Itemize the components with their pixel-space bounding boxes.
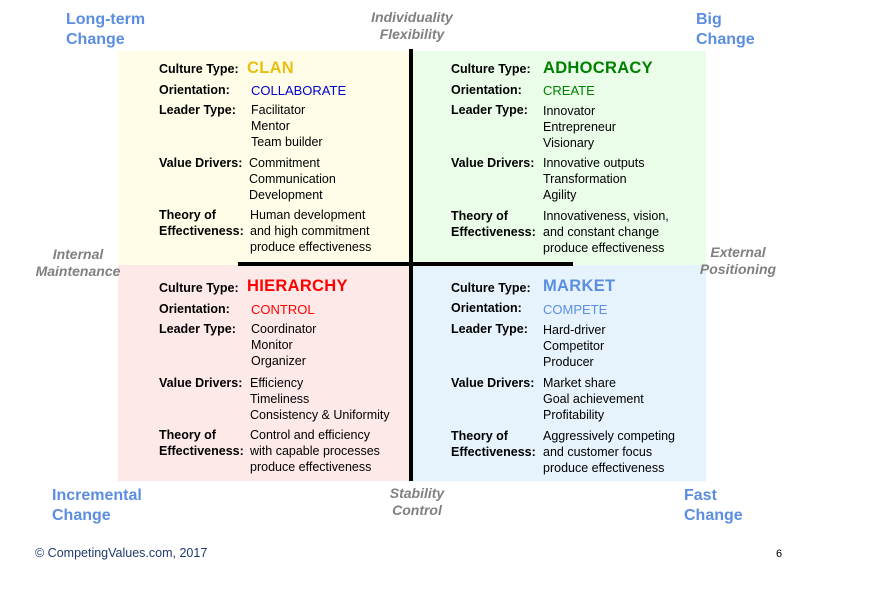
clan-value-drivers: Commitment Communication Development [249, 156, 336, 202]
adhocracy-theory-label: Theory of Effectiveness: [451, 209, 536, 239]
adhocracy-leader-type: Innovator Entrepreneur Visionary [543, 104, 616, 150]
corner-bottom-right-label: Fast Change [684, 487, 743, 524]
adhocracy-culture-type-label: Culture Type: [451, 62, 531, 76]
adhocracy-value-drivers-label: Value Drivers: [451, 156, 535, 170]
hierarchy-orientation-label: Orientation: [159, 302, 230, 316]
corner-top-right-label: Big Change [696, 11, 755, 48]
adhocracy-leader-type-label: Leader Type: [451, 103, 528, 117]
market-leader-type-label: Leader Type: [451, 322, 528, 336]
clan-theory-label: Theory of Effectiveness: [159, 208, 244, 238]
corner-bottom-left-label: Incremental Change [52, 487, 142, 524]
adhocracy-culture-type: ADHOCRACY [543, 59, 653, 77]
hierarchy-orientation: CONTROL [251, 302, 315, 317]
clan-leader-type: Facilitator Mentor Team builder [251, 103, 323, 149]
adhocracy-orientation-label: Orientation: [451, 83, 522, 97]
market-culture-type-label: Culture Type: [451, 281, 531, 295]
axis-top-label: Individuality Flexibility [371, 9, 453, 42]
market-leader-type: Hard-driver Competitor Producer [543, 323, 606, 369]
hierarchy-leader-type-label: Leader Type: [159, 322, 236, 336]
adhocracy-value-drivers: Innovative outputs Transformation Agilit… [543, 156, 645, 202]
clan-quadrant [118, 51, 411, 265]
market-theory: Aggressively competing and customer focu… [543, 429, 676, 475]
hierarchy-theory: Control and efficiency with capable proc… [250, 428, 380, 474]
clan-orientation-label: Orientation: [159, 83, 230, 97]
hierarchy-culture-type-label: Culture Type: [159, 281, 239, 295]
axis-bottom-label: Stability Control [389, 485, 445, 518]
clan-value-drivers-label: Value Drivers: [159, 156, 243, 170]
hierarchy-leader-type: Coordinator Monitor Organizer [251, 322, 317, 368]
clan-culture-type-label: Culture Type: [159, 62, 239, 76]
market-quadrant [411, 265, 706, 481]
hierarchy-value-drivers-label: Value Drivers: [159, 376, 243, 390]
clan-culture-type: CLAN [247, 59, 295, 77]
market-culture-type: MARKET [543, 277, 616, 295]
hierarchy-quadrant [118, 265, 411, 481]
clan-theory: Human development and high commitment pr… [250, 208, 372, 254]
clan-orientation: COLLABORATE [251, 83, 347, 98]
adhocracy-orientation: CREATE [543, 83, 595, 98]
clan-leader-type-label: Leader Type: [159, 103, 236, 117]
hierarchy-culture-type: HIERARCHY [247, 277, 348, 295]
axis-right-label: External Positioning [699, 244, 777, 277]
hierarchy-theory-label: Theory of Effectiveness: [159, 428, 244, 458]
hierarchy-value-drivers: Efficiency Timeliness Consistency & Unif… [250, 376, 390, 422]
market-theory-label: Theory of Effectiveness: [451, 429, 536, 459]
market-value-drivers-label: Value Drivers: [451, 376, 535, 390]
corner-top-left-label: Long-term Change [66, 11, 146, 48]
copyright-text: © CompetingValues.com, 2017 [35, 546, 208, 560]
market-orientation-label: Orientation: [451, 301, 522, 315]
adhocracy-quadrant [411, 51, 706, 265]
horizontal-axis-line [238, 262, 573, 266]
market-value-drivers: Market share Goal achievement Profitabil… [543, 376, 644, 422]
market-orientation: COMPETE [543, 302, 608, 317]
adhocracy-theory: Innovativeness, vision, and constant cha… [543, 209, 669, 255]
page-number: 6 [776, 548, 783, 560]
axis-left-label: Internal Maintenance [35, 246, 121, 279]
